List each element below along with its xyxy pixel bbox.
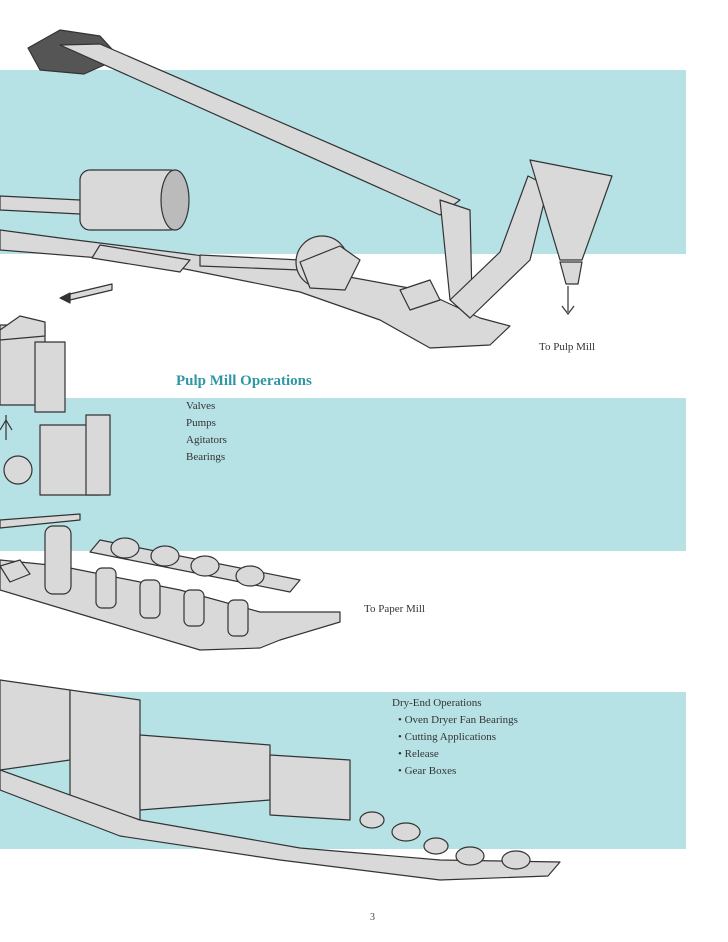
teal-band-middle — [0, 398, 686, 551]
dry-end-illustration — [0, 679, 561, 881]
list-item: Release — [398, 746, 518, 763]
list-item: Pumps — [186, 417, 216, 429]
wood-yard-illustration — [0, 29, 613, 349]
list-item: Valves — [186, 400, 216, 412]
dry-end-block: Dry-End Operations Oven Dryer Fan Bearin… — [392, 695, 518, 780]
list-item: Cutting Applications — [398, 729, 518, 746]
pulp-mill-illustration — [0, 315, 341, 651]
list-item: Gear Boxes — [398, 763, 518, 780]
dry-end-heading: Dry-End Operations — [392, 697, 482, 709]
list-item: Oven Dryer Fan Bearings — [398, 712, 518, 729]
to-paper-mill-label: To Paper Mill — [364, 603, 425, 615]
to-pulp-mill-label: To Pulp Mill — [539, 341, 596, 353]
list-item: Bearings — [186, 451, 226, 463]
page-number: 3 — [370, 912, 375, 923]
pulp-mill-heading: Pulp Mill Operations — [176, 373, 312, 389]
list-item: Agitators — [186, 434, 227, 446]
dry-end-list: Oven Dryer Fan Bearings Cutting Applicat… — [392, 712, 518, 780]
pulp-mill-list: Valves Pumps Agitators Bearings — [186, 398, 227, 466]
